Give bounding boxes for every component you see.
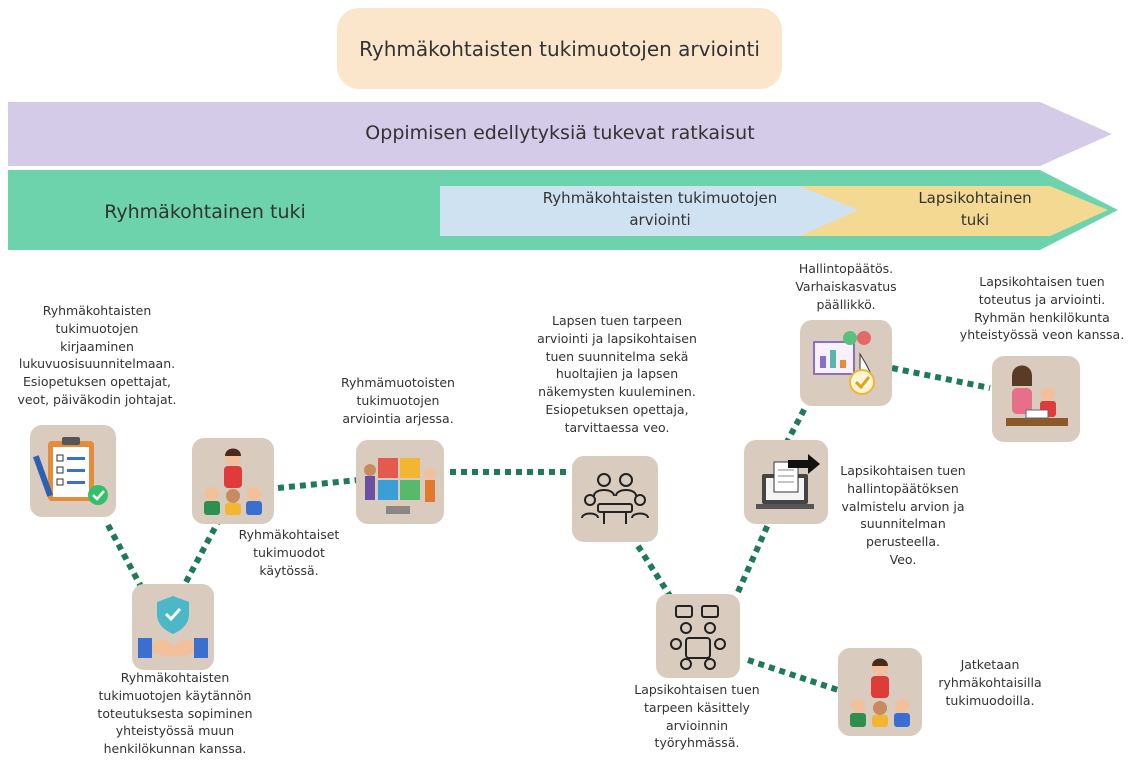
clipboard-checklist-icon [32,437,108,505]
step-4-tile [356,440,444,524]
connector-8-9 [891,365,991,391]
step-2-tile [132,584,214,670]
step-3-tile [192,438,274,524]
step-7-tile [744,440,828,524]
step-5-tile [572,456,658,542]
teacher-children-icon [204,448,262,515]
step-1-tile [30,425,116,517]
handshake-shield-icon [138,596,208,658]
band-top-label: Oppimisen edellytyksiä tukevat ratkaisut [365,122,755,144]
connector-6-10 [747,657,839,693]
step-9-tile [992,356,1080,442]
connector-5-6 [635,544,673,598]
teacher-children-icon [850,658,910,727]
band-yellow-shape [760,186,1108,236]
band-blue-shape [440,186,858,236]
connector-6-7 [735,518,773,594]
approval-dashboard-icon [813,331,875,395]
step-10-tile [838,648,922,736]
page-title: Ryhmäkohtaisten tukimuotojen arviointi [337,8,782,89]
step-8-tile [800,320,892,406]
laptop-document-icon [756,454,820,509]
step-6-tile [656,594,740,678]
puzzle-people-icon [364,458,436,514]
meeting-table-icon [581,473,649,524]
connector-7-8 [783,404,809,446]
arrow-bands [8,102,1118,250]
connector-2-3 [183,520,221,584]
band-group-label: Ryhmäkohtainen tuki [104,201,306,223]
adult-child-reading-icon [1006,365,1068,426]
band-top-shape [8,102,1112,166]
team-discussion-icon [670,605,726,670]
connector-3-4 [277,477,359,491]
